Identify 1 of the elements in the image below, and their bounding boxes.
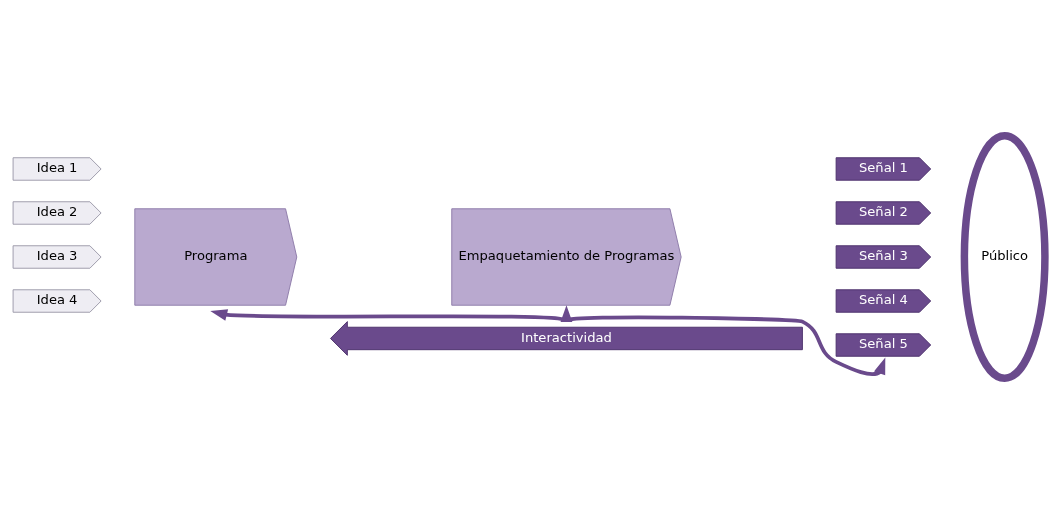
- node-ellipse: Público: [960, 132, 1049, 382]
